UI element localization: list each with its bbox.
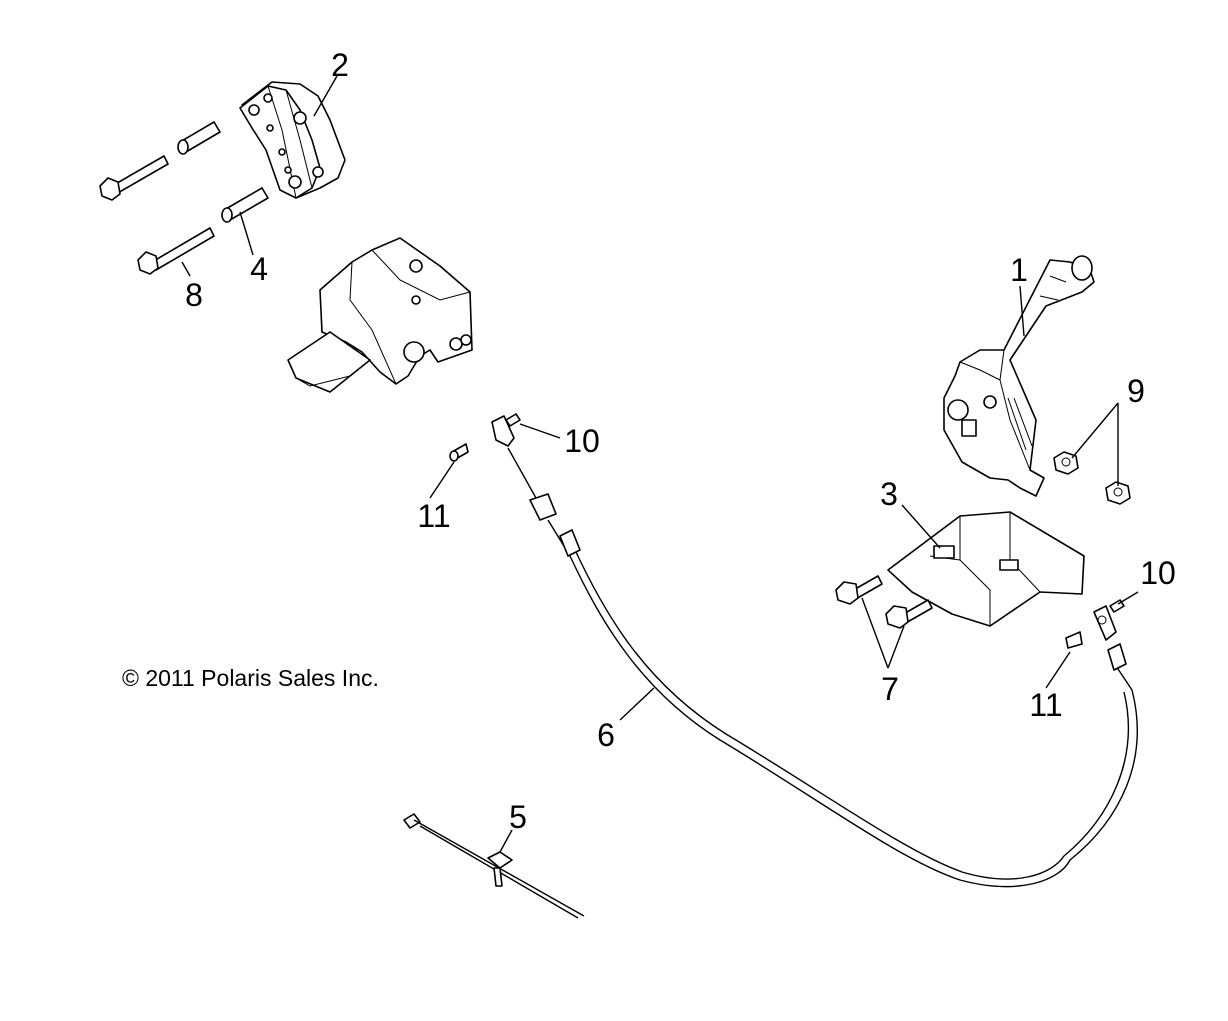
part-9-nut-lower <box>1105 481 1131 505</box>
callout-3: 3 <box>880 476 898 512</box>
part-8-bolt-lower <box>137 227 215 275</box>
part-11-pin-right <box>1065 631 1083 649</box>
callout-1: 1 <box>1010 252 1028 288</box>
callout-11-left: 11 <box>417 498 450 534</box>
leader-7a <box>861 597 889 669</box>
part-4-spacer-upper <box>177 121 221 155</box>
part-4-spacer-lower <box>221 187 269 223</box>
part-7-bolt-upper <box>835 575 883 605</box>
callout-4: 4 <box>250 251 268 287</box>
leader-11a <box>429 461 455 499</box>
callout-2: 2 <box>331 47 349 83</box>
leader-7b <box>887 625 905 669</box>
part-6-brake-cable <box>491 415 1138 888</box>
callout-7: 7 <box>881 671 899 707</box>
part-5-cable-tie <box>403 813 585 919</box>
callout-10-right: 10 <box>1140 555 1176 591</box>
part-7-bolt-lower <box>885 599 933 629</box>
leader-2 <box>313 75 338 117</box>
leader-lines <box>181 75 1139 853</box>
leader-3 <box>901 504 941 549</box>
mounting-bracket-left <box>287 237 473 393</box>
callout-6: 6 <box>597 717 615 753</box>
callout-5: 5 <box>509 799 527 835</box>
leader-10b <box>1117 591 1139 605</box>
leader-5 <box>499 829 513 853</box>
part-11-pin-left <box>449 443 469 462</box>
callout-11-right: 11 <box>1029 687 1062 723</box>
leader-8 <box>181 261 191 277</box>
copyright-notice: © 2011 Polaris Sales Inc. <box>122 665 379 691</box>
leader-9a <box>1071 402 1119 459</box>
part-10-clip-left <box>505 413 521 427</box>
leader-4 <box>239 211 254 256</box>
leader-11b <box>1045 651 1071 689</box>
leader-1 <box>1019 285 1025 337</box>
part-8-bolt-upper <box>99 155 169 201</box>
callout-8: 8 <box>185 277 203 313</box>
leader-10a <box>519 423 561 439</box>
part-1-parking-brake-lever <box>943 255 1095 497</box>
leader-6 <box>619 687 655 721</box>
callout-9: 9 <box>1127 373 1145 409</box>
callout-10-left: 10 <box>564 423 600 459</box>
part-3-base-bracket <box>887 511 1085 627</box>
part-2-bracket-plates <box>239 81 346 199</box>
